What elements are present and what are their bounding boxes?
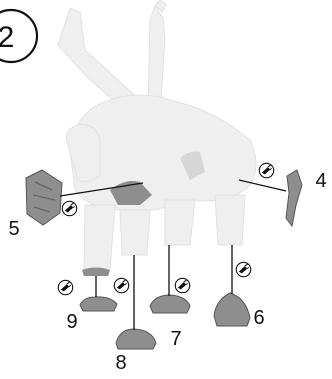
part-9-foot [80, 297, 117, 311]
glue-tube-icon [236, 262, 250, 276]
head [66, 125, 100, 182]
rear-right-leg [215, 195, 245, 245]
front-left-leg [84, 205, 115, 270]
part-5-shield [26, 170, 62, 225]
glue-tube-icon [175, 278, 189, 292]
glue-tube-icon [58, 280, 72, 294]
part-7-foot [150, 295, 190, 313]
part-5-label: 5 [8, 218, 19, 240]
model-body [58, 0, 256, 270]
part-6-foot [214, 293, 250, 326]
step-badge: 2 [0, 10, 37, 62]
part-8-foot [116, 329, 156, 349]
part-8-label: 8 [115, 352, 126, 374]
part-4-label: 4 [315, 170, 326, 192]
rear-left-leg [165, 200, 195, 245]
part-9-label: 9 [66, 311, 77, 333]
glue-tube-icon [62, 201, 76, 215]
front-right-leg [120, 210, 150, 255]
part-4-tail [286, 170, 302, 226]
glue-tube-icon [259, 163, 273, 177]
leg9-socket [82, 268, 110, 277]
part-7-label: 7 [170, 328, 181, 350]
part-6-label: 6 [253, 307, 264, 329]
step-number: 2 [0, 21, 14, 54]
glue-tube-icon [114, 278, 128, 292]
